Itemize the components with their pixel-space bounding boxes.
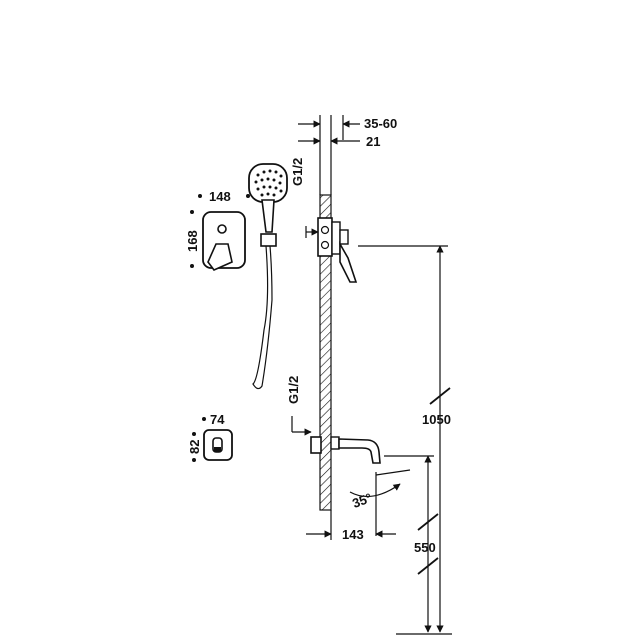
plate-width-label: 148: [209, 189, 231, 204]
spout-height-dimension: 550: [384, 455, 439, 633]
hand-shower-connection: G1/2: [290, 158, 319, 238]
diverter-width-dimension: 74: [202, 412, 225, 427]
plate-height-dimension: 168: [185, 210, 200, 268]
mixer-plate-icon: [202, 211, 246, 271]
diverter-icon: [203, 429, 233, 461]
wall-section-icon: [319, 194, 332, 511]
depth-plate-label: 21: [366, 134, 380, 149]
diverter-height-dimension: 82: [187, 432, 202, 462]
spout-angle-label: 35°: [350, 490, 374, 511]
hand-shower-connection-label: G1/2: [290, 158, 305, 186]
mixer-body: [317, 217, 358, 283]
spout-angle-dimension: 35°: [349, 469, 411, 536]
bath-spout-icon: [310, 436, 381, 464]
spout-projection-dimension: 143: [306, 510, 396, 542]
plate-width-dimension: 148: [198, 189, 250, 204]
spout-connection-label: G1/2: [286, 376, 301, 404]
mixer-height-label: 1050: [422, 412, 451, 427]
depth-dimension: 35-60 21: [298, 115, 397, 195]
spout-connection: G1/2: [286, 376, 312, 436]
plate-height-label: 168: [185, 230, 200, 252]
depth-range-label: 35-60: [364, 116, 397, 131]
diverter-height-label: 82: [187, 440, 202, 454]
diverter-width-label: 74: [210, 412, 225, 427]
mixer-height-dimension: 1050: [358, 245, 451, 633]
spout-projection-label: 143: [342, 527, 364, 542]
hand-shower-icon: [248, 163, 288, 390]
spout-height-label: 550: [414, 540, 436, 555]
